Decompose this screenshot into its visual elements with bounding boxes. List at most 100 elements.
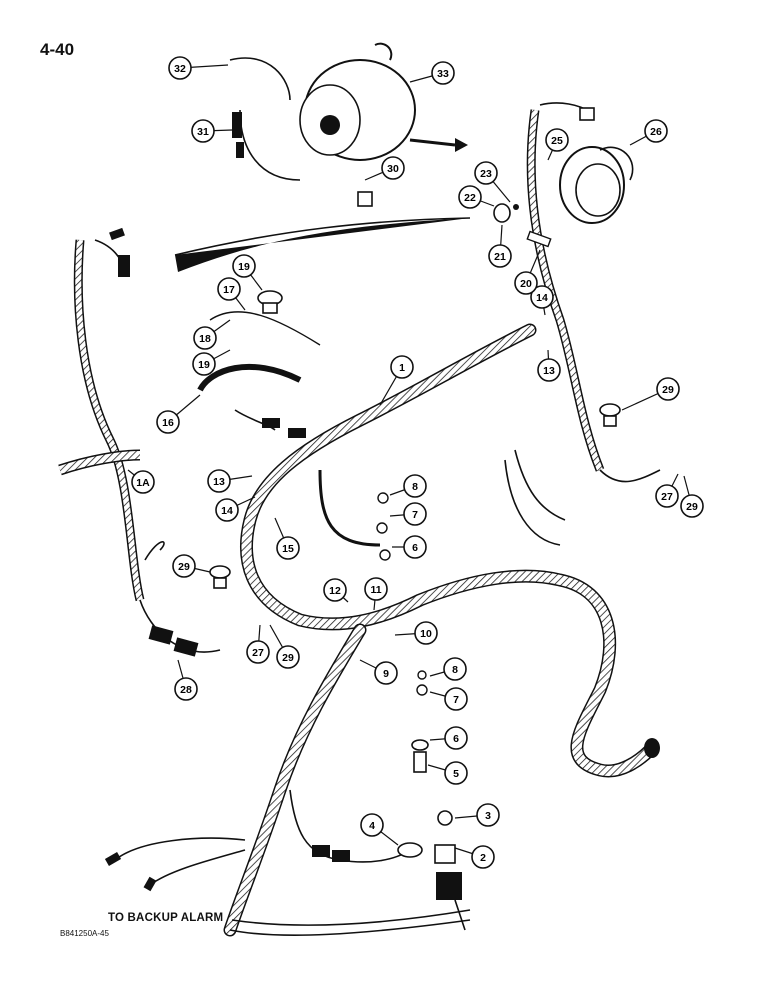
callout-circle bbox=[443, 657, 467, 681]
callout-circle bbox=[444, 687, 468, 711]
left-harness bbox=[58, 227, 231, 657]
callout-circle bbox=[131, 470, 155, 494]
callout-circle bbox=[174, 677, 198, 701]
main-harness bbox=[240, 323, 657, 778]
callout-number: 28 bbox=[180, 684, 192, 696]
callout-circle bbox=[276, 645, 300, 669]
callout-circle bbox=[192, 352, 216, 376]
callout-circle bbox=[680, 494, 704, 518]
callout-number: 13 bbox=[213, 476, 225, 488]
callout-number: 26 bbox=[650, 126, 662, 138]
callout-number: 15 bbox=[282, 543, 294, 555]
callout-circle bbox=[381, 156, 405, 180]
callout-circle bbox=[414, 621, 438, 645]
lower-harness bbox=[104, 623, 660, 937]
callout-number: 14 bbox=[221, 505, 233, 517]
callout-circle bbox=[217, 277, 241, 301]
alternator-upper bbox=[229, 42, 468, 207]
callout-circle bbox=[476, 803, 500, 827]
callout-circle bbox=[191, 119, 215, 143]
callout-circle bbox=[444, 726, 468, 750]
callout-number: 10 bbox=[420, 628, 432, 640]
callout-markers: 11A2345667788910111213131414151617181919… bbox=[127, 56, 704, 869]
callout-circle bbox=[215, 498, 239, 522]
callout-circle bbox=[403, 474, 427, 498]
callout-circle bbox=[656, 377, 680, 401]
callout-circle bbox=[474, 161, 498, 185]
callout-circle bbox=[458, 185, 482, 209]
callout-number: 22 bbox=[464, 192, 476, 204]
callout-circle bbox=[471, 845, 495, 869]
callout-circle bbox=[537, 358, 561, 382]
callout-circle bbox=[514, 271, 538, 295]
callout-number: 5 bbox=[453, 768, 459, 780]
callout-number: 18 bbox=[199, 333, 211, 345]
callout-number: 17 bbox=[223, 284, 235, 296]
callout-circle bbox=[172, 554, 196, 578]
callout-number: 8 bbox=[452, 664, 458, 676]
callout-circle bbox=[655, 484, 679, 508]
callout-number: 1A bbox=[136, 477, 150, 489]
callout-number: 27 bbox=[252, 647, 264, 659]
callout-circle bbox=[444, 761, 468, 785]
callout-number: 21 bbox=[494, 251, 506, 263]
callout-number: 29 bbox=[662, 384, 674, 396]
callout-number: 29 bbox=[282, 652, 294, 664]
callout-number: 4 bbox=[369, 820, 375, 832]
callout-number: 23 bbox=[480, 168, 492, 180]
callout-number: 14 bbox=[536, 292, 548, 304]
gauge-sender-group bbox=[197, 290, 321, 438]
callout-circle bbox=[232, 254, 256, 278]
callout-circle bbox=[323, 578, 347, 602]
callout-circle bbox=[488, 244, 512, 268]
callout-circle bbox=[403, 535, 427, 559]
callout-number: 27 bbox=[661, 491, 673, 503]
callout-number: 29 bbox=[178, 561, 190, 573]
callout-number: 2 bbox=[480, 852, 486, 864]
callout-number: 1 bbox=[399, 362, 405, 374]
callout-number: 12 bbox=[329, 585, 341, 597]
right-harness bbox=[526, 102, 661, 483]
callout-circle bbox=[360, 813, 384, 837]
callout-circle bbox=[156, 410, 180, 434]
callout-circle bbox=[390, 355, 414, 379]
callout-number: 6 bbox=[412, 542, 418, 554]
callout-circle bbox=[276, 536, 300, 560]
alternator-right bbox=[493, 146, 634, 248]
callout-number: 7 bbox=[453, 694, 459, 706]
callout-number: 13 bbox=[543, 365, 555, 377]
callout-circle bbox=[246, 640, 270, 664]
callout-circle bbox=[364, 577, 388, 601]
callout-number: 33 bbox=[437, 68, 449, 80]
figure-code: B841250A-45 bbox=[60, 929, 109, 938]
callout-number: 19 bbox=[238, 261, 250, 273]
callout-number: 19 bbox=[198, 359, 210, 371]
callout-number: 20 bbox=[520, 278, 532, 290]
callout-number: 11 bbox=[370, 584, 381, 596]
callout-number: 30 bbox=[387, 163, 399, 175]
callout-number: 6 bbox=[453, 733, 459, 745]
page-number: 4-40 bbox=[40, 40, 75, 59]
callout-circle bbox=[193, 326, 217, 350]
callout-number: 31 bbox=[197, 126, 209, 138]
sender-hardware bbox=[318, 449, 566, 826]
callout-circle bbox=[545, 128, 569, 152]
callout-circle bbox=[644, 119, 668, 143]
callout-number: 7 bbox=[412, 509, 418, 521]
callout-circle bbox=[374, 661, 398, 685]
callout-circle bbox=[168, 56, 192, 80]
backup-alarm-label: TO BACKUP ALARM bbox=[108, 912, 224, 924]
callout-circle bbox=[403, 502, 427, 526]
callout-number: 3 bbox=[485, 810, 491, 822]
callout-number: 25 bbox=[551, 135, 563, 147]
callout-circle bbox=[431, 61, 455, 85]
callout-number: 16 bbox=[162, 417, 174, 429]
callout-circle bbox=[530, 285, 554, 309]
callout-number: 8 bbox=[412, 481, 418, 493]
callout-number: 29 bbox=[686, 501, 698, 513]
callout-circle bbox=[207, 469, 231, 493]
callout-number: 9 bbox=[383, 668, 389, 680]
callout-number: 32 bbox=[174, 63, 186, 75]
